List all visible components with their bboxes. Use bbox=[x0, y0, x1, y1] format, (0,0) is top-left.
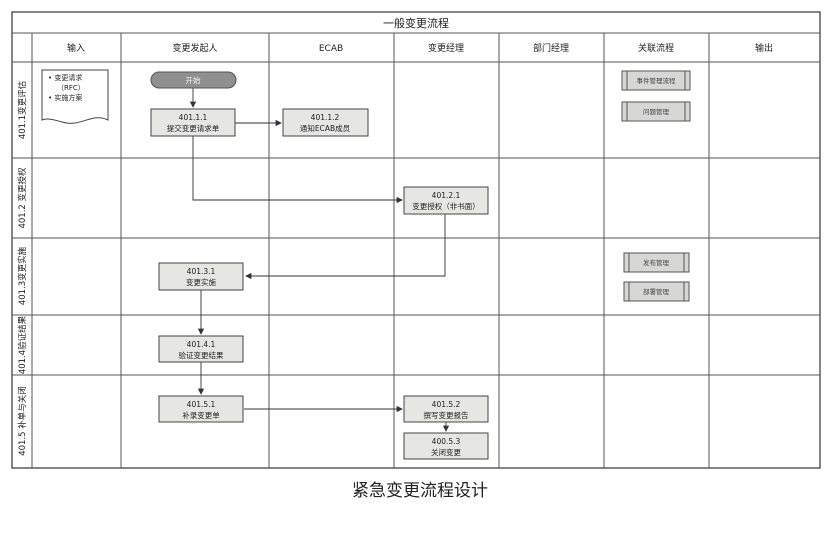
connectors bbox=[189, 88, 450, 432]
node-401-5-1: 401.5.1 补录变更单 bbox=[158, 395, 244, 423]
node-code: 401.5.2 bbox=[432, 400, 461, 409]
node-label: 通知ECAB成员 bbox=[300, 123, 351, 133]
start-label: 开始 bbox=[186, 75, 201, 85]
diagram-title: 一般变更流程 bbox=[383, 16, 449, 30]
connector-401-2-1-to-401-3-1 bbox=[245, 214, 446, 280]
node-code: 401.5.1 bbox=[187, 400, 216, 409]
node-label: 补录变更单 bbox=[182, 410, 220, 420]
node-label: 变更授权（非书面） bbox=[412, 201, 480, 211]
node-label: 撰写变更报告 bbox=[424, 410, 469, 420]
related-process-label: 事件管理流程 bbox=[637, 76, 677, 85]
column-header-initiator: 变更发起人 bbox=[172, 42, 217, 54]
column-header-ecab: ECAB bbox=[319, 44, 343, 54]
related-process-3: 发布管理 bbox=[623, 252, 690, 273]
row-header-assessment: 401.1变更评估 bbox=[17, 80, 28, 139]
input-doc-line-2: （RFC） bbox=[57, 84, 85, 92]
row-header-implementation: 401.3变更实施 bbox=[17, 246, 28, 305]
column-header-related-process: 关联流程 bbox=[638, 42, 674, 54]
node-label: 提交变更请求单 bbox=[167, 123, 220, 133]
node-code: 401.1.1 bbox=[179, 113, 208, 122]
node-401-1-2: 401.1.2 通知ECAB成员 bbox=[282, 108, 369, 137]
node-code: 401.1.2 bbox=[311, 113, 340, 122]
related-process-4: 部署管理 bbox=[623, 281, 690, 302]
node-code: 401.4.1 bbox=[187, 340, 216, 349]
row-header-verification: 401.4验证结果 bbox=[17, 315, 28, 374]
related-process-label: 发布管理 bbox=[643, 258, 670, 267]
node-label: 关闭变更 bbox=[431, 447, 461, 457]
swimlane-grid bbox=[11, 11, 821, 469]
node-code: 401.3.1 bbox=[187, 267, 216, 276]
node-code: 400.5.3 bbox=[432, 437, 461, 446]
connector-401-1-1-to-401-2-1 bbox=[192, 136, 403, 204]
node-code: 401.2.1 bbox=[432, 191, 461, 200]
related-process-label: 问题管理 bbox=[643, 107, 670, 116]
column-header-output: 输出 bbox=[755, 42, 773, 54]
input-doc-line-3: • 实施方案 bbox=[48, 93, 82, 102]
node-401-1-1: 401.1.1 提交变更请求单 bbox=[150, 108, 236, 137]
node-400-5-3: 400.5.3 关闭变更 bbox=[403, 432, 489, 460]
node-label: 验证变更结果 bbox=[179, 350, 224, 360]
figure-caption: 紧急变更流程设计 bbox=[352, 481, 488, 501]
row-header-closure: 401.5 补单与关闭 bbox=[17, 386, 28, 456]
row-headers: 401.1变更评估 401.2 变更授权 401.3变更实施 401.4验证结果… bbox=[17, 80, 28, 455]
column-header-change-manager: 变更经理 bbox=[428, 42, 464, 54]
related-process-label: 部署管理 bbox=[643, 287, 670, 296]
input-document: • 变更请求 （RFC） • 实施方案 bbox=[41, 69, 109, 124]
column-headers: 输入 变更发起人 ECAB 变更经理 部门经理 关联流程 输出 bbox=[67, 42, 773, 54]
related-process-1: 事件管理流程 bbox=[621, 70, 691, 91]
input-doc-line-1: • 变更请求 bbox=[48, 73, 82, 82]
start-terminator: 开始 bbox=[150, 71, 237, 89]
column-header-dept-manager: 部门经理 bbox=[533, 42, 569, 54]
node-401-4-1: 401.4.1 验证变更结果 bbox=[158, 335, 244, 363]
column-header-input: 输入 bbox=[67, 42, 85, 54]
node-401-5-2: 401.5.2 撰写变更报告 bbox=[403, 395, 489, 423]
row-header-authorization: 401.2 变更授权 bbox=[17, 167, 28, 229]
node-401-2-1: 401.2.1 变更授权（非书面） bbox=[403, 186, 489, 215]
node-label: 变更实施 bbox=[186, 277, 216, 287]
node-401-3-1: 401.3.1 变更实施 bbox=[158, 262, 244, 291]
related-process-2: 问题管理 bbox=[621, 101, 691, 122]
